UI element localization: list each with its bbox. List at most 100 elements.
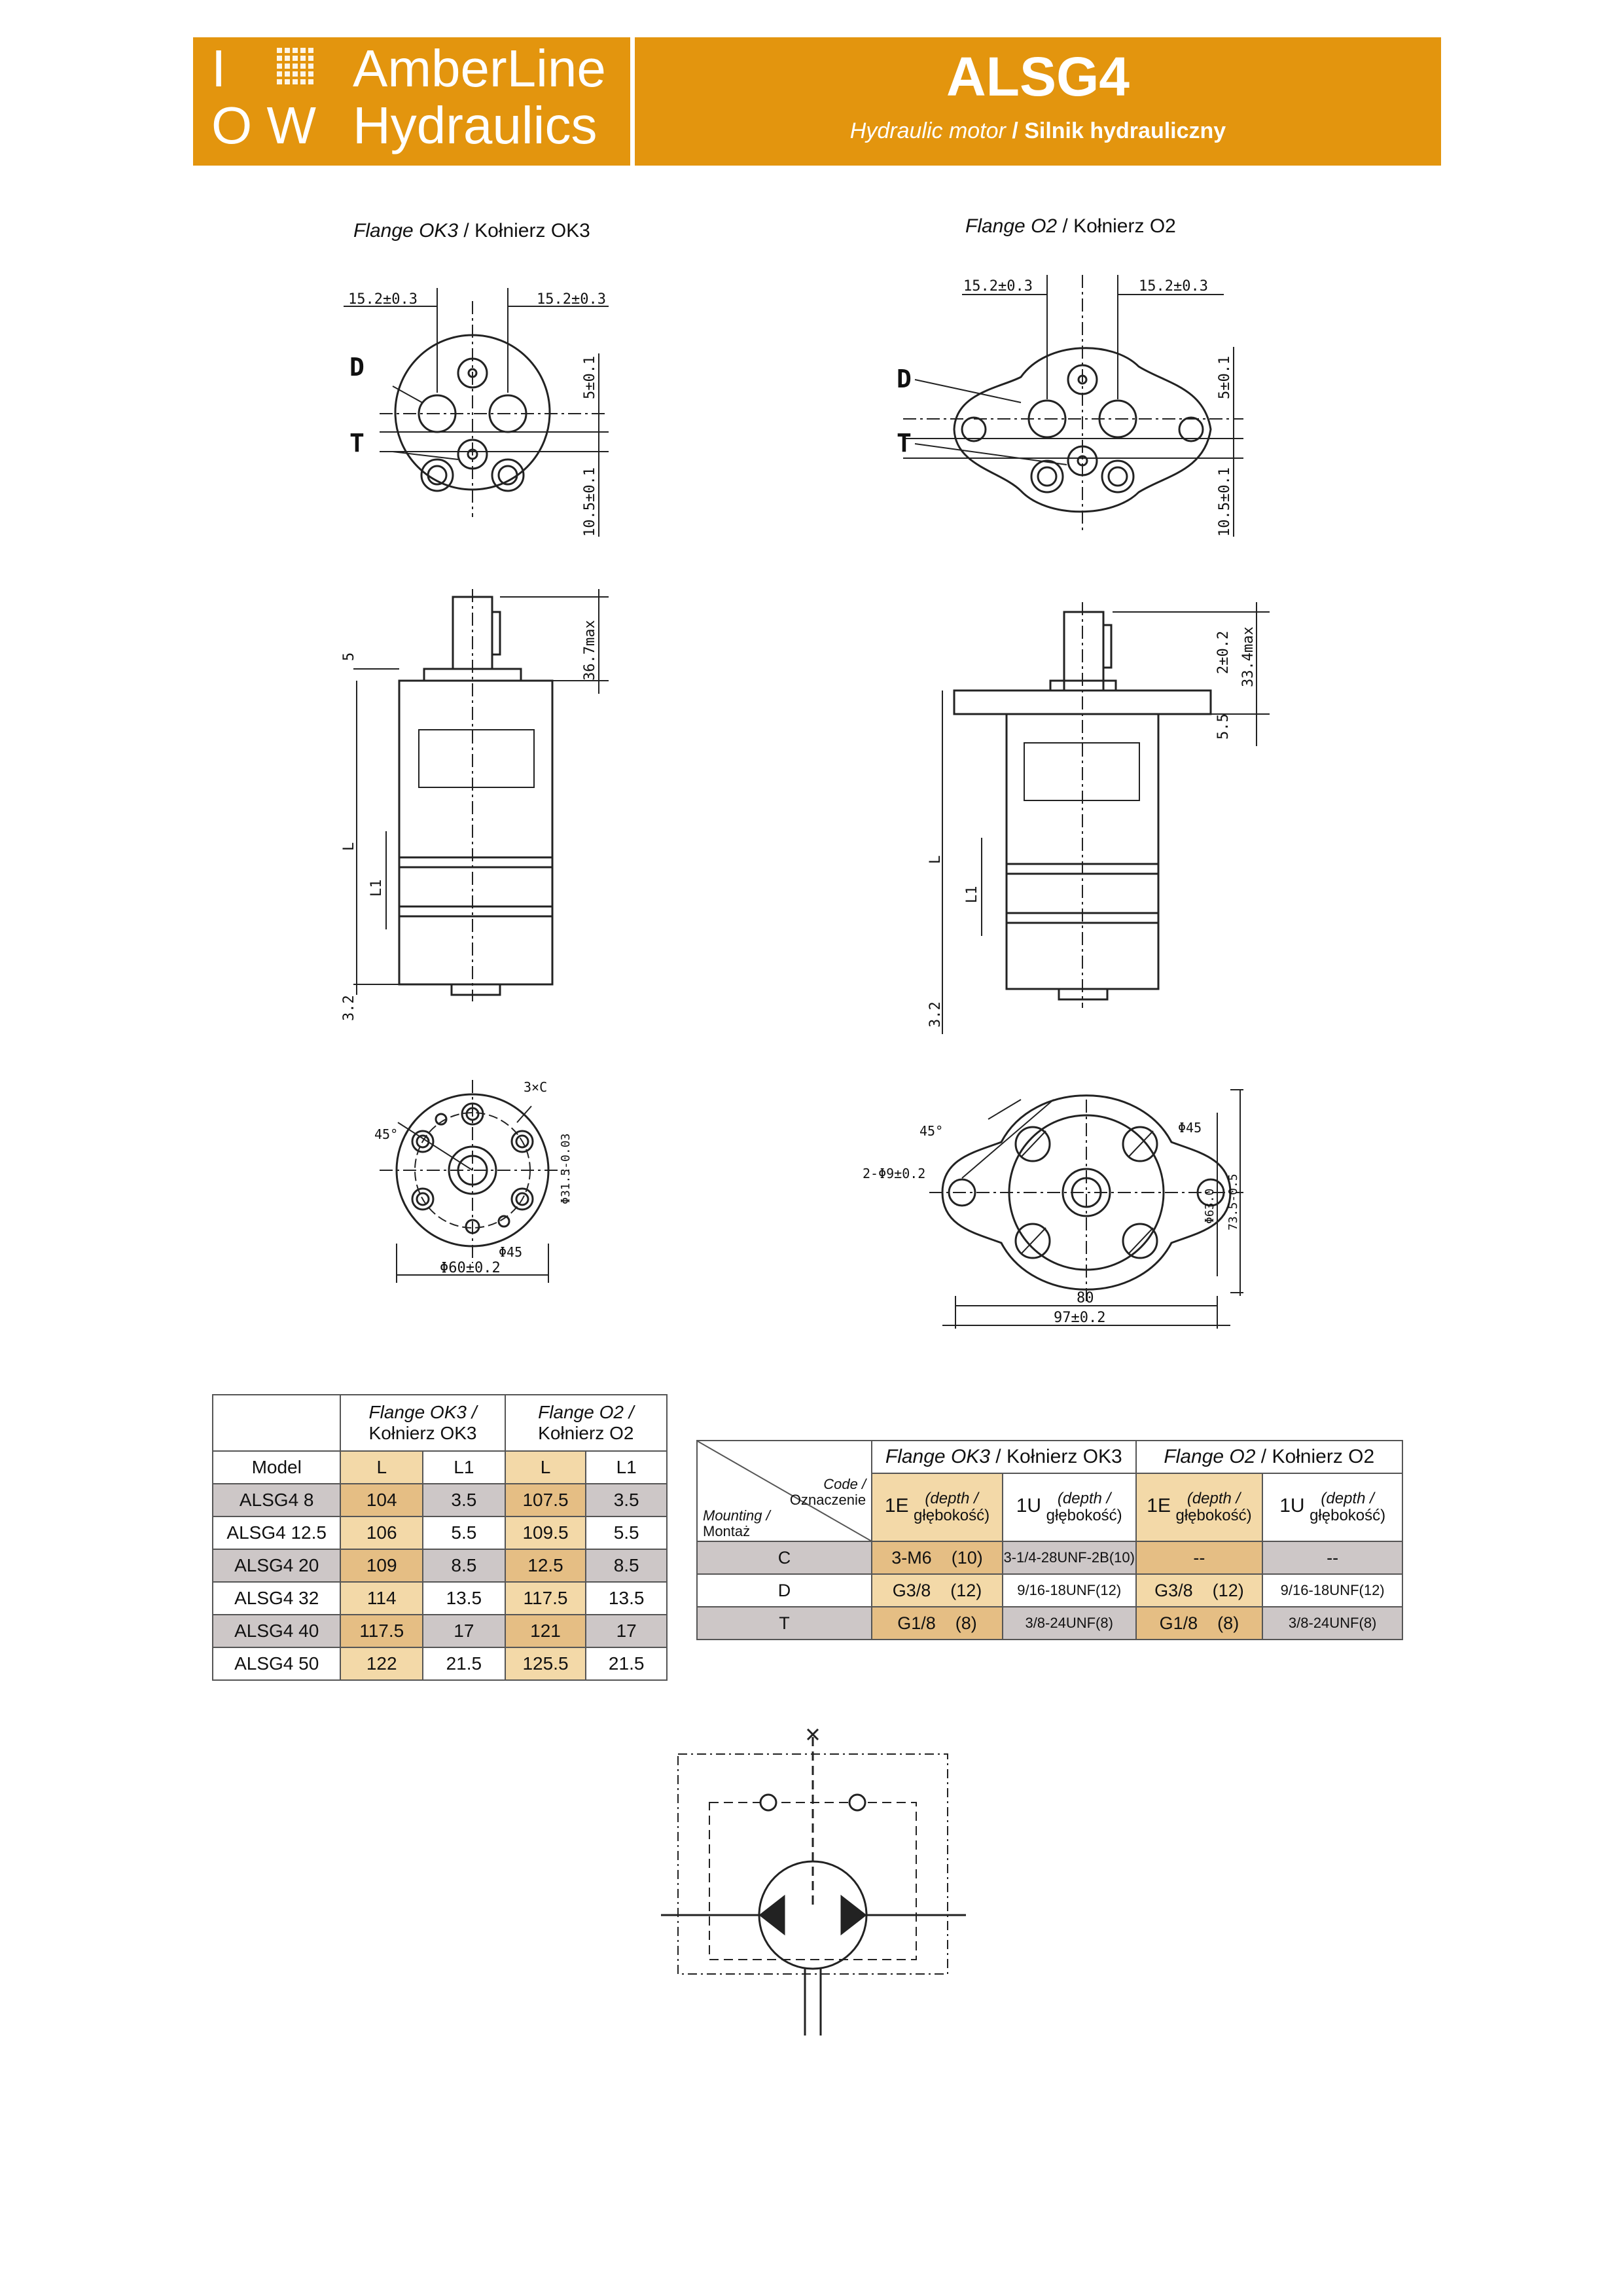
cell-o2-l1: 17	[585, 1614, 668, 1648]
table-row: C 3-M6 (10) 3-1/4-28UNF-2B(10) -- --	[696, 1541, 1403, 1575]
dim-o2-105: 10.5±0.1	[1217, 467, 1233, 537]
lengths-col-ok3-l: L	[340, 1450, 424, 1484]
cell-o2-l1: 13.5	[585, 1581, 668, 1615]
dim-o2-97: 97±0.2	[1054, 1310, 1105, 1326]
dim-ok3-152-right: 15.2±0.3	[537, 291, 606, 308]
dim-o2-152-right: 15.2±0.3	[1139, 278, 1208, 295]
cell-ok3-l1: 3.5	[422, 1483, 506, 1517]
cell-o2-l: 109.5	[504, 1516, 587, 1550]
cell-code: D	[696, 1573, 873, 1607]
dim-ok3-45deg: 45°	[374, 1126, 398, 1142]
cell-o2-1e: G1/8 (8)	[1135, 1606, 1264, 1640]
cell-o2-l: 121	[504, 1614, 587, 1648]
ports-group-ok3-rest: / Kołnierz OK3	[990, 1446, 1122, 1467]
ok3-shaft-end-view	[380, 1080, 569, 1283]
dim-ok3-5-shoulder: 5	[341, 653, 357, 661]
ports-sub-depth-it: (depth /	[925, 1490, 978, 1507]
ok3-port-face-view	[344, 288, 609, 537]
cell-o2-l1: 8.5	[585, 1549, 668, 1583]
label-o2-port-d: D	[897, 365, 912, 393]
table-row: ALSG4 20 109 8.5 12.5 8.5	[211, 1549, 668, 1583]
label-ok3-port-t: T	[349, 429, 365, 457]
cell-model: ALSG4 32	[211, 1581, 342, 1615]
label-o2-port-t: T	[897, 429, 912, 457]
ports-table: Code /Oznaczenie Mounting /Montaż Flange…	[696, 1440, 1404, 1640]
lengths-col-model: Model	[211, 1450, 342, 1484]
ports-group-o2-it: Flange O2	[1164, 1446, 1256, 1467]
cell-o2-1u: --	[1262, 1541, 1403, 1575]
ports-group-o2: Flange O2 / Kołnierz O2	[1135, 1440, 1404, 1474]
dim-ok3-367: 36.7max	[582, 620, 598, 681]
cell-ok3-l: 122	[340, 1647, 424, 1681]
ports-corner-code: Code /Oznaczenie	[790, 1477, 866, 1508]
subtitle-separator: /	[1005, 118, 1025, 143]
caption-flange-o2: Flange O2 / Kołnierz O2	[965, 215, 1176, 238]
o2-shaft-end-view	[929, 1089, 1243, 1329]
ports-sub-depth-it: (depth /	[1321, 1490, 1374, 1507]
cell-model: ALSG4 50	[211, 1647, 342, 1681]
cell-o2-l: 117.5	[504, 1581, 587, 1615]
cell-ok3-1u: 3/8-24UNF(8)	[1001, 1606, 1137, 1640]
ports-sub-depth-it: (depth /	[1057, 1490, 1111, 1507]
ports-corner-mount-2: Montaż	[703, 1523, 751, 1539]
ports-sub-depth-rest: głębokość)	[1175, 1507, 1252, 1524]
ports-sub-depth-rest: głębokość)	[914, 1507, 990, 1524]
page-subtitle: Hydraulic motor / Silnik hydrauliczny	[635, 118, 1441, 144]
cell-model: ALSG4 12.5	[211, 1516, 342, 1550]
cell-ok3-l1: 5.5	[422, 1516, 506, 1550]
dim-o2-55: 5.5	[1215, 713, 1232, 740]
dim-o2-d45: Φ45	[1178, 1120, 1202, 1136]
label-ok3-port-d: D	[349, 353, 365, 382]
cell-model: ALSG4 8	[211, 1483, 342, 1517]
dim-o2-80: 80	[1077, 1290, 1094, 1306]
ports-group-o2-rest: / Kołnierz O2	[1255, 1446, 1375, 1467]
logo-grid-icon	[277, 48, 313, 86]
brand-name-line2: Hydraulics	[353, 96, 597, 154]
cell-ok3-1e: G3/8 (12)	[871, 1573, 1003, 1607]
cell-ok3-l: 104	[340, 1483, 424, 1517]
lengths-table: Flange OK3 /Kołnierz OK3 Flange O2 /Kołn…	[211, 1394, 668, 1681]
dim-o2-32: 3.2	[927, 1001, 944, 1028]
cell-o2-l1: 5.5	[585, 1516, 668, 1550]
hydraulic-motor-symbol	[661, 1728, 966, 2036]
dim-o2-2x9: 2-Φ9±0.2	[863, 1166, 925, 1181]
cell-o2-1e: G3/8 (12)	[1135, 1573, 1264, 1607]
ports-sub-o2-1u: 1U (depth /głębokość)	[1262, 1473, 1403, 1542]
dim-ok3-d45: Φ45	[499, 1244, 522, 1260]
table-row: ALSG4 40 117.5 17 121 17	[211, 1614, 668, 1648]
dim-o2-2: 2±0.2	[1215, 631, 1232, 674]
cell-o2-l1: 3.5	[585, 1483, 668, 1517]
cell-ok3-1e: 3-M6 (10)	[871, 1541, 1003, 1575]
dim-ok3-315: Φ31.5-0.03	[559, 1134, 573, 1204]
brand-name-line1: AmberLine	[353, 39, 606, 98]
dim-o2-5: 5±0.1	[1217, 356, 1233, 399]
dim-o2-l1: L1	[964, 886, 980, 904]
ports-corner-mount: Mounting /Montaż	[703, 1508, 770, 1539]
ports-sub-code: 1E	[884, 1495, 909, 1517]
caption-ok3-it: Flange OK3	[353, 220, 459, 242]
dim-o2-45deg: 45°	[919, 1123, 943, 1139]
cell-o2-l: 125.5	[504, 1647, 587, 1681]
logo-mark-top: I	[211, 39, 226, 98]
header-divider	[630, 37, 635, 166]
cell-o2-1e: --	[1135, 1541, 1264, 1575]
cell-code: T	[696, 1606, 873, 1640]
cell-o2-l: 107.5	[504, 1483, 587, 1517]
table-row: D G3/8 (12) 9/16-18UNF(12) G3/8 (12) 9/1…	[696, 1573, 1403, 1607]
cell-ok3-1e: G1/8 (8)	[871, 1606, 1003, 1640]
cell-code: C	[696, 1541, 873, 1575]
page-title: ALSG4	[946, 46, 1130, 107]
cell-ok3-l1: 8.5	[422, 1549, 506, 1583]
cell-ok3-l1: 13.5	[422, 1581, 506, 1615]
cell-ok3-1u: 3-1/4-28UNF-2B(10)	[1001, 1541, 1137, 1575]
cell-o2-l: 12.5	[504, 1549, 587, 1583]
dim-ok3-3xc: 3×C	[524, 1079, 547, 1095]
cell-ok3-l: 117.5	[340, 1614, 424, 1648]
lengths-group-ok3: Flange OK3 /Kołnierz OK3	[340, 1394, 506, 1452]
ports-sub-ok3-1e: 1E (depth /głębokość)	[871, 1473, 1003, 1542]
lengths-col-o2-l1: L1	[585, 1450, 668, 1484]
dim-ok3-l1: L1	[368, 880, 385, 897]
lengths-col-o2-l: L	[504, 1450, 587, 1484]
lengths-group-o2-rest: Kołnierz O2	[538, 1423, 634, 1443]
lengths-corner	[211, 1394, 342, 1452]
